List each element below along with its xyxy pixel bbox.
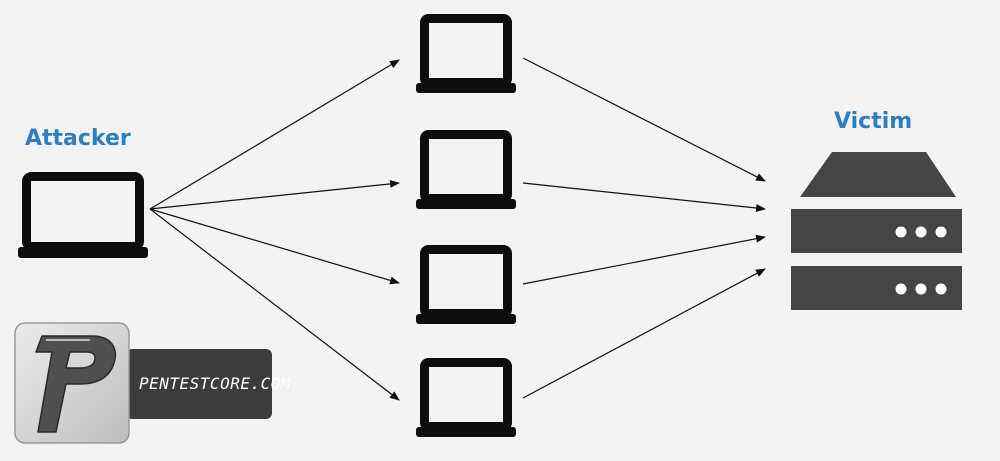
arrow-laptop-1-to-victim — [522, 57, 766, 182]
arrow-attacker-to-laptop-1 — [149, 59, 400, 210]
server-unit-1 — [791, 209, 962, 253]
laptop-3-icon — [416, 245, 516, 324]
laptop-2-icon — [416, 130, 516, 209]
arrow-laptop-4-to-victim — [522, 268, 766, 399]
arrows-to-intermediaries — [149, 59, 400, 401]
laptop-4-icon — [416, 358, 516, 437]
victim-server-icon — [791, 152, 962, 310]
pentestcore-logo — [14, 322, 272, 444]
server-unit-2 — [791, 266, 962, 310]
arrow-attacker-to-laptop-3 — [149, 208, 400, 285]
arrow-attacker-to-laptop-4 — [149, 208, 400, 401]
arrow-laptop-2-to-victim — [522, 182, 766, 213]
attacker-label: Attacker — [25, 126, 131, 151]
logo-monogram-p — [35, 335, 117, 433]
arrows-to-victim — [522, 57, 766, 399]
server-top-cap — [800, 152, 956, 197]
attacker-laptop-icon — [18, 172, 148, 258]
logo-text-badge — [126, 349, 272, 419]
victim-label: Victim — [834, 109, 913, 134]
arrow-laptop-3-to-victim — [522, 234, 766, 285]
arrow-attacker-to-laptop-2 — [149, 179, 400, 210]
logo-text: PENTESTCORE.COM — [139, 374, 291, 393]
laptop-1-icon — [416, 14, 516, 93]
